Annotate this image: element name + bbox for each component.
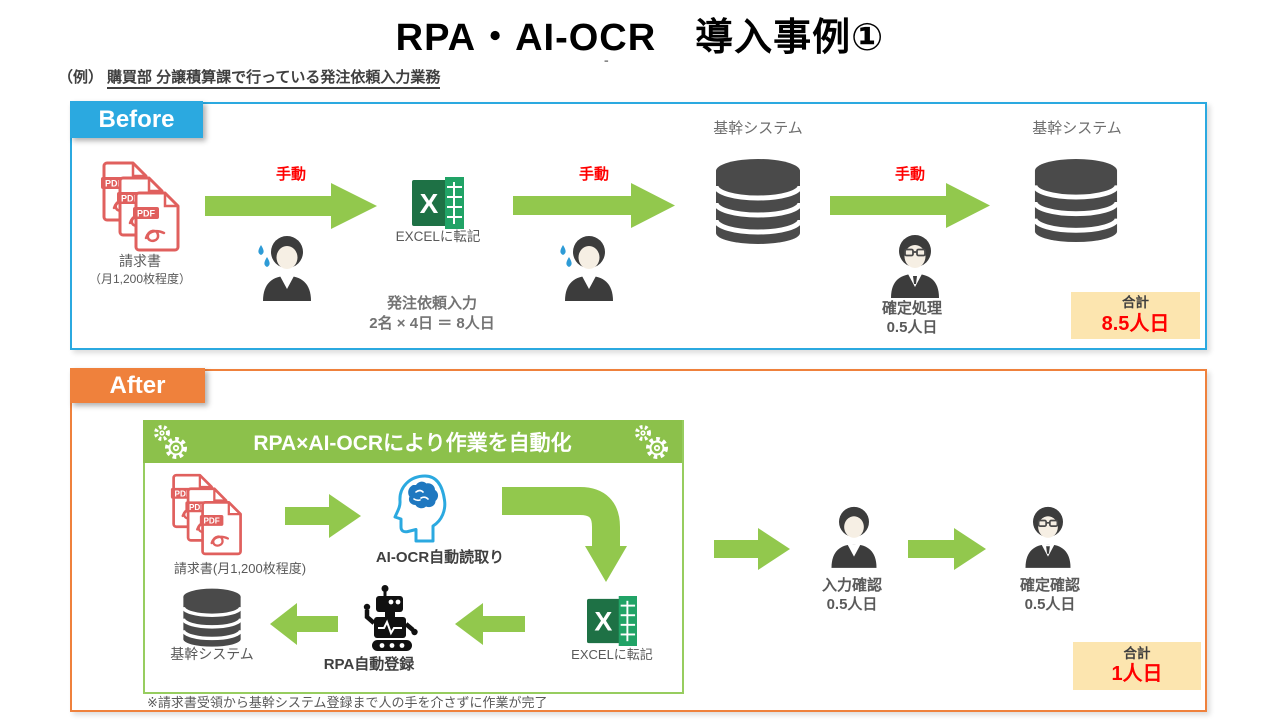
final-check-effort: 0.5人日 xyxy=(1024,596,1076,613)
arrow-left-icon xyxy=(270,603,338,645)
pdf-stack-icon: PDF xyxy=(170,472,246,558)
page-title: RPA・AI-OCR 導入事例① xyxy=(395,17,885,59)
automation-banner: RPA×AI-OCRにより作業を自動化 xyxy=(143,420,682,463)
automation-note: ※請求書受領から基幹システム登録まで人の手を介さずに作業が完了 xyxy=(147,695,548,710)
arrow-right-icon xyxy=(908,528,986,570)
title-stray-dash: - xyxy=(604,52,609,68)
excel-icon: X xyxy=(412,177,464,229)
input-check-title: 入力確認 xyxy=(821,577,882,594)
sweating-person-icon xyxy=(253,231,317,301)
arrow-left-icon xyxy=(455,603,525,645)
task-effort-label: 2名 × 4日 ＝ 8人日 xyxy=(369,315,495,332)
rpa-robot-icon xyxy=(360,584,424,652)
after-excel-caption: EXCELに転記 xyxy=(571,647,653,662)
arrow-right-icon xyxy=(513,183,675,228)
person-glasses-icon xyxy=(883,230,947,298)
after-tab: After xyxy=(70,368,205,403)
task-name-label: 発注依頼入力 xyxy=(386,295,477,312)
final-check-title: 確定確認 xyxy=(1019,577,1080,594)
gear-icon xyxy=(153,423,189,461)
ai-ocr-brain-head-icon xyxy=(390,472,452,544)
elbow-arrow-down-icon xyxy=(502,486,632,596)
subtitle: （例）購買部 分譲積算課で行っている発注依頼入力業務 xyxy=(58,66,441,89)
manual-label-1: 手動 xyxy=(275,166,306,183)
before-panel xyxy=(70,102,1207,350)
excel-caption: EXCELに転記 xyxy=(395,229,481,244)
database-icon xyxy=(180,588,244,648)
excel-icon: X xyxy=(587,596,637,646)
automation-banner-text: RPA×AI-OCRにより作業を自動化 xyxy=(253,431,572,455)
core-system-label-1: 基幹システム xyxy=(713,120,803,137)
manual-label-2: 手動 xyxy=(578,166,609,183)
before-total-box: 合計 8.5人日 xyxy=(1071,292,1200,339)
svg-text:X: X xyxy=(420,188,439,219)
confirm-title-label: 確定処理 xyxy=(881,300,942,317)
gear-icon xyxy=(634,423,670,461)
subtitle-underlined-text: 購買部 分譲積算課で行っている発注依頼入力業務 xyxy=(107,69,441,89)
database-icon xyxy=(1032,158,1120,244)
rpa-caption: RPA自動登録 xyxy=(323,656,415,673)
after-total-box: 合計 1人日 xyxy=(1073,642,1201,690)
invoice-title-label: 請求書 xyxy=(119,253,161,269)
invoice-volume-label: （月1,200枚程度） xyxy=(88,272,192,286)
aiocr-caption: AI-OCR自動読取り xyxy=(375,549,505,566)
input-check-effort: 0.5人日 xyxy=(826,596,878,613)
arrow-right-icon xyxy=(714,528,790,570)
confirm-effort-label: 0.5人日 xyxy=(886,319,938,336)
arrow-right-icon xyxy=(285,494,361,538)
svg-text:X: X xyxy=(594,607,612,637)
after-invoice-caption: 請求書(月1,200枚程度) xyxy=(173,561,307,576)
before-total-value: 8.5人日 xyxy=(1101,312,1170,335)
database-icon xyxy=(713,158,803,246)
person-glasses-icon xyxy=(1018,500,1078,570)
subtitle-prefix: （例） xyxy=(58,69,104,86)
before-total-label: 合計 xyxy=(1122,295,1149,311)
pdf-stack-icon: PDF xyxy=(100,160,184,254)
manual-label-3: 手動 xyxy=(894,166,925,183)
after-total-label: 合計 xyxy=(1123,645,1151,661)
arrow-right-icon xyxy=(205,183,377,229)
arrow-right-icon xyxy=(830,183,990,228)
after-total-value: 1人日 xyxy=(1111,663,1163,686)
before-tab: Before xyxy=(70,101,203,138)
core-system-label-2: 基幹システム xyxy=(1032,120,1122,137)
after-system-label: 基幹システム xyxy=(170,646,254,662)
person-icon xyxy=(824,500,884,570)
sweating-person-icon xyxy=(555,231,619,301)
